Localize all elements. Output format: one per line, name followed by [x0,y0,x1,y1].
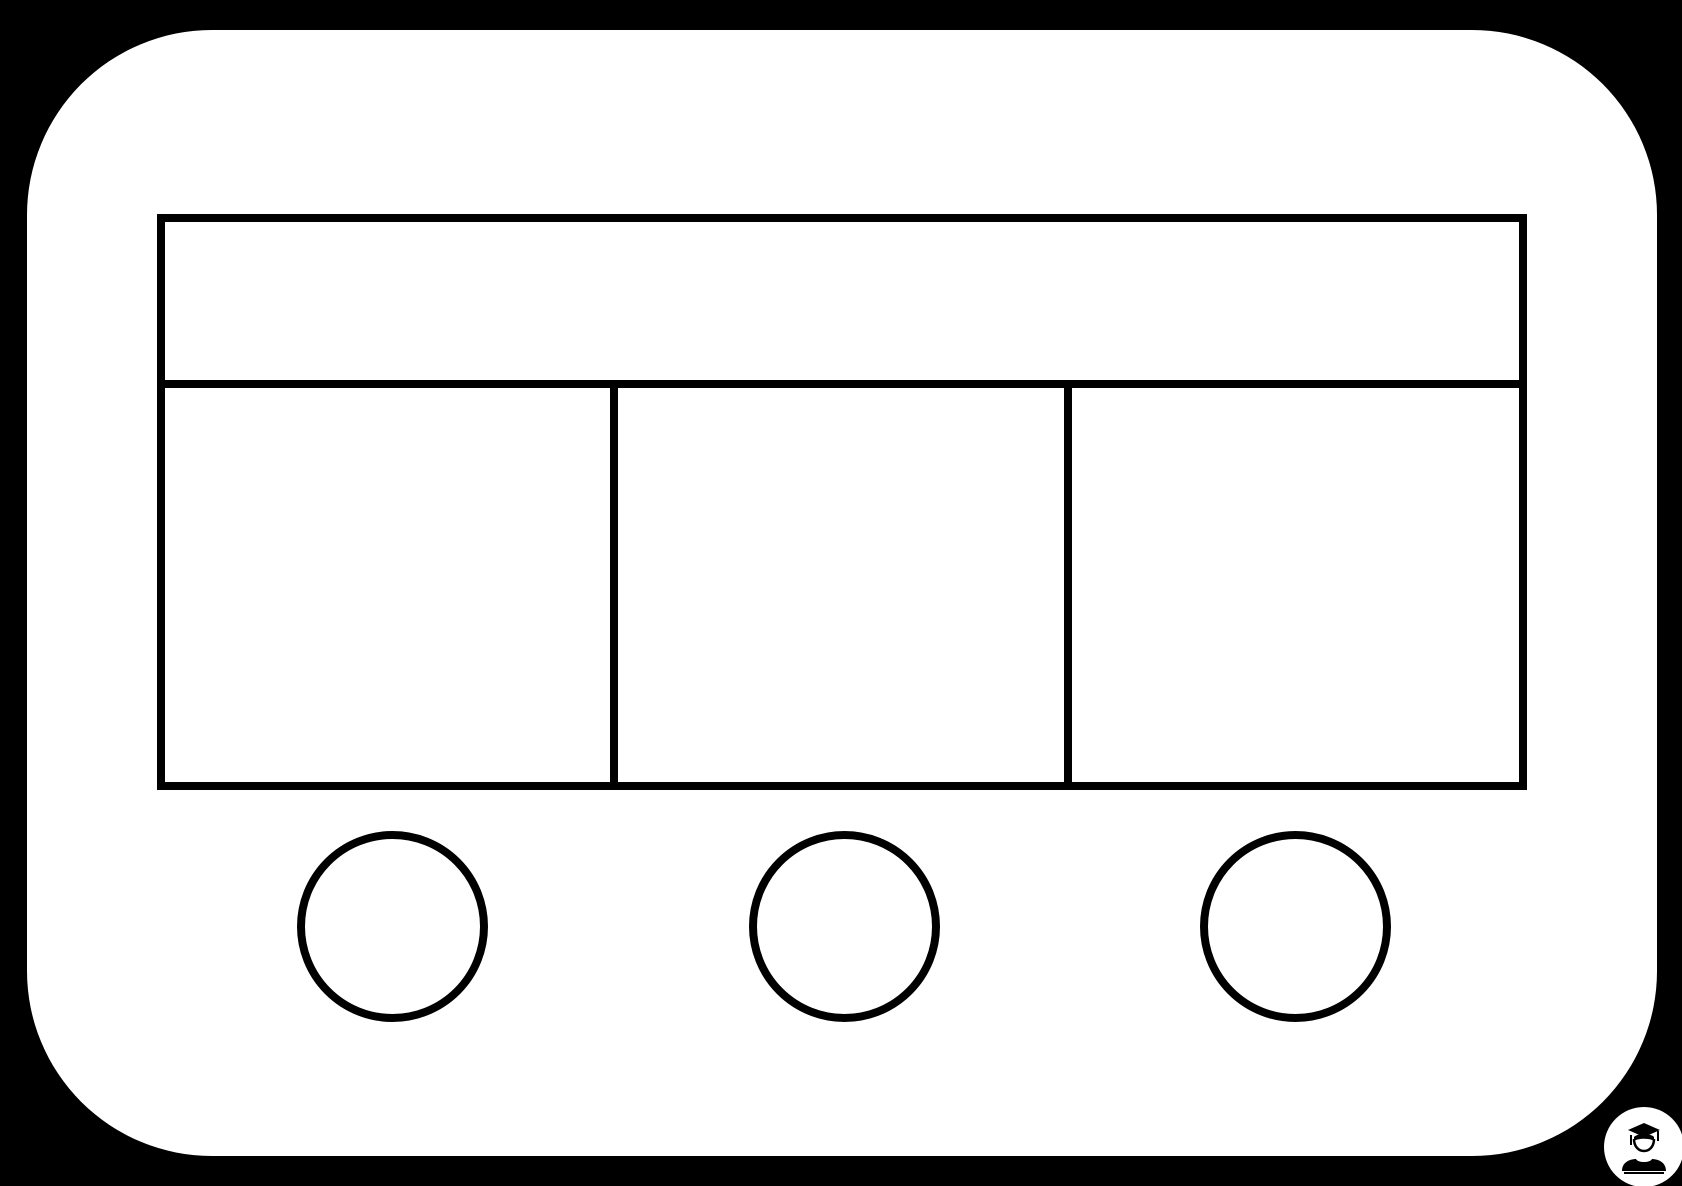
table-right-border [1519,214,1527,790]
column-circle-3 [1200,831,1391,1022]
column-divider-1 [610,380,618,790]
column-box-1 [165,388,610,782]
column-circle-2 [749,831,940,1022]
column-divider-2 [1064,380,1072,790]
column-box-3 [1072,388,1519,782]
column-circle-1 [297,831,488,1022]
column-box-2 [618,388,1064,782]
header-divider-line [157,380,1527,388]
graduate-avatar-icon [1604,1107,1682,1186]
table-left-border [157,214,165,790]
table-top-border [157,214,1527,222]
table-bottom-border [157,782,1527,790]
